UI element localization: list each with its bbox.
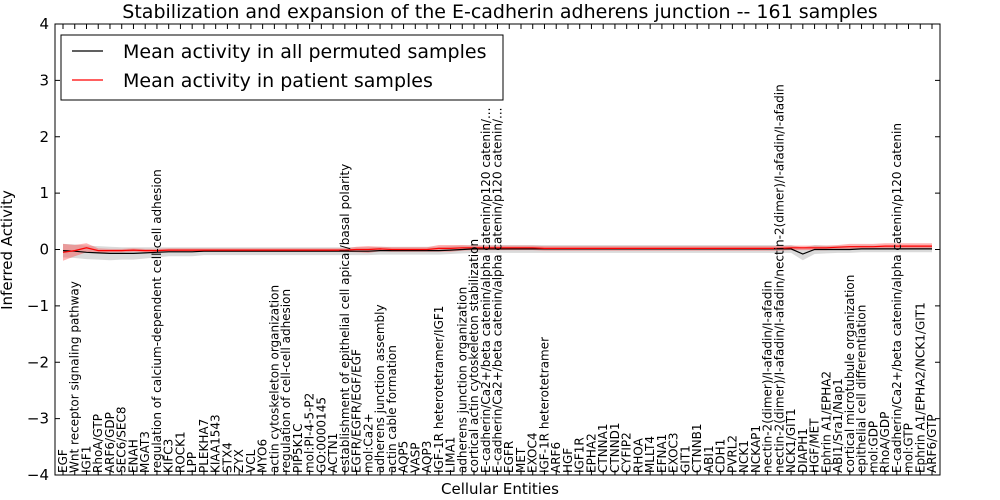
x-tick-label: NCK1	[737, 440, 751, 473]
x-tick-label: nectin-2(dimer)/I-afadin/I-afadin	[761, 281, 775, 473]
x-tick-label: Wnt receptor signaling pathway	[68, 281, 82, 473]
x-tick-label: E-cadherin/Ca2+/beta catenin/alpha caten…	[491, 108, 505, 473]
x-tick-label: RhoA/GTP	[91, 414, 105, 473]
x-tick-label: NCK1/GIT1	[784, 408, 798, 473]
x-tick-label: ROCK1	[173, 431, 187, 473]
x-tick-label: adherens junction assembly	[373, 304, 387, 473]
x-axis-label: Cellular Entities	[441, 480, 559, 498]
chart-title: Stabilization and expansion of the E-cad…	[122, 1, 877, 23]
y-tick-label: 0	[39, 241, 49, 259]
x-tick-label: nectin-2(dimer)/I-afadin/I-afadin/nectin…	[772, 84, 786, 473]
x-tick-label: ACTN1	[326, 433, 340, 473]
legend-entry-permuted: Mean activity in all permuted samples	[123, 41, 486, 63]
x-tick-label: NCKAP1	[749, 425, 763, 473]
x-tick-label: mol:GDP	[866, 421, 880, 473]
x-tick-label: IGF-1R heterotetramer	[538, 337, 552, 473]
y-tick-label: −1	[27, 297, 49, 315]
x-tick-label: VCL	[244, 449, 258, 473]
x-tick-label: DIAPH1	[796, 428, 810, 473]
x-tick-label: Ephrin A1/EPHA2	[819, 371, 833, 473]
x-tick-label: ARF6	[549, 442, 563, 473]
x-tick-label: mol:GTP	[902, 423, 916, 473]
x-tick-label: CDH1	[714, 439, 728, 473]
x-tick-label: PLEKHA7	[197, 419, 211, 473]
x-tick-label: HGF	[561, 448, 575, 473]
x-tick-label: GIT1	[678, 445, 692, 473]
x-tick-label: CTNND1	[608, 422, 622, 473]
x-tick-label: PVRL2	[725, 435, 739, 473]
x-tick-label: VASP	[408, 442, 422, 473]
y-axis: −4 −3 −2 −1 0 1 2 3 4	[27, 15, 940, 484]
x-tick-label: IGF-1R heterotetramer/IGF1	[432, 306, 446, 473]
series-line-1	[62, 245, 932, 253]
x-tick-label: ARF6/GDP	[103, 412, 117, 473]
x-tick-label: establishment of epithelial cell apical/…	[338, 164, 352, 473]
legend-entry-patient: Mean activity in patient samples	[123, 70, 433, 92]
x-tick-label: EFNA1	[655, 434, 669, 473]
x-tick-label: STX4	[220, 442, 234, 473]
x-tick-label: Ephrin A1/EPHA2/NCK1/GIT1	[913, 302, 927, 473]
x-tick-label: IGF1	[80, 446, 94, 473]
x-tick-label: regulation of calcium-dependent cell-cel…	[150, 169, 164, 473]
x-tick-label: EGFR/EGFR/EGF/EGF	[350, 349, 364, 473]
x-tick-label: IGF1R	[573, 437, 587, 473]
x-tick-label: CYFIP2	[620, 432, 634, 473]
y-tick-label: −4	[27, 466, 49, 484]
series-band-1	[63, 243, 932, 261]
x-tick-label: EPHA2	[584, 433, 598, 473]
x-tick-label: PIP5K1C	[291, 424, 305, 474]
y-tick-label: 2	[39, 128, 49, 146]
y-tick-label: −3	[27, 410, 49, 428]
x-tick-label: CTNNB1	[690, 423, 704, 473]
x-tick-label: E-cadherin/Ca2+/beta catenin/alpha caten…	[890, 123, 904, 473]
x-tick-label: ENAH	[127, 439, 141, 473]
x-tick-label: MLLT4	[643, 436, 657, 473]
x-tick-label: adherens junction organization	[455, 287, 469, 473]
x-tick-label: LIMA1	[444, 437, 458, 473]
x-tick-label: MET	[514, 447, 528, 473]
x-tick-label: KIFC3	[162, 439, 176, 473]
x-tick-label: MYO6	[256, 439, 270, 473]
x-tick-label: mol:PI-4-5-P2	[303, 393, 317, 473]
x-tick-label: AQP3	[420, 441, 434, 473]
x-tick-label: EXOC3	[667, 432, 681, 473]
x-tick-label: CTNNA1	[596, 423, 610, 473]
y-axis-label: Inferred Activity	[0, 190, 16, 310]
y-tick-label: −2	[27, 353, 49, 371]
x-tick-label: RHOA	[631, 437, 645, 473]
x-tick-label: HGF/MET	[808, 418, 822, 473]
series-line-0	[62, 248, 932, 255]
x-tick-label: mol:Ca2+	[361, 413, 375, 473]
y-tick-label: 3	[39, 71, 49, 89]
x-tick-label: SEC6/SEC8	[115, 407, 129, 473]
x-tick-label: actin cytoskeleton organization	[267, 285, 281, 473]
x-tick-label: EXOC4	[526, 432, 540, 473]
x-tick-label: GO:0000145	[314, 397, 328, 473]
y-tick-label: 4	[39, 15, 49, 33]
x-tick-label: E-cadherin/Ca2+/beta catenin/alpha caten…	[479, 108, 493, 473]
x-tick-label: MGAT3	[138, 431, 152, 473]
x-tick-label: ZYX	[232, 449, 246, 473]
x-tick-label: EGFR	[502, 441, 516, 473]
x-tick-label: cortical microtubule organization	[843, 275, 857, 473]
x-tick-label: ABI1	[702, 445, 716, 473]
legend: Mean activity in all permuted samples Me…	[60, 34, 504, 101]
x-tick-label: ARF6/GTP	[925, 414, 939, 473]
plot-area	[62, 243, 932, 261]
x-tick-label: KIAA1543	[209, 414, 223, 473]
x-tick-label: cortical actin cytoskeleton stabilizatio…	[467, 239, 481, 473]
y-tick-label: 1	[39, 184, 49, 202]
x-tick-label: LPP	[185, 452, 199, 473]
x-tick-label: EGF	[56, 449, 70, 473]
x-tick-label: epithelial cell differentiation	[855, 305, 869, 473]
x-tick-label: regulation of cell-cell adhesion	[279, 289, 293, 473]
x-tick-label: AQP5	[397, 441, 411, 473]
legend-box	[60, 34, 504, 101]
x-tick-label: RhoA/GDP	[878, 412, 892, 473]
x-tick-label: ABI1/Sra1/Nap1	[831, 378, 845, 473]
x-tick-label: actin cable formation	[385, 345, 399, 473]
